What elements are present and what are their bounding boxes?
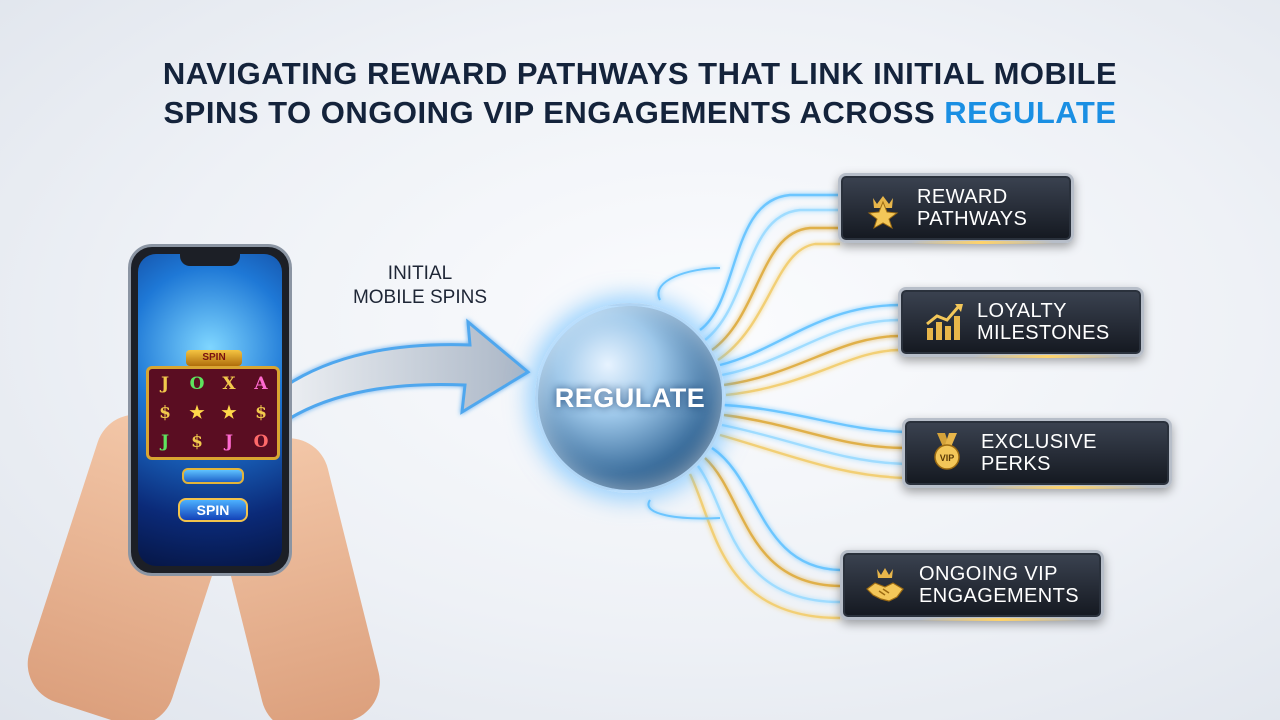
wires-loyalty-milestones [719, 303, 901, 397]
title-line-1: NAVIGATING REWARD PATHWAYS THAT LINK INI… [162, 56, 1118, 91]
title-line-2: SPINS TO ONGOING VIP ENGAGEMENTS ACROSS … [0, 93, 1280, 132]
reel-symbol: $ [191, 432, 203, 453]
card-label-line-2: ENGAGEMENTS [919, 585, 1079, 607]
card-exclusive-perks: VIP EXCLUSIVE PERKS [902, 418, 1172, 489]
reel-symbol: A [254, 373, 268, 394]
card-label: LOYALTY MILESTONES [977, 300, 1110, 344]
card-label-line-2: PATHWAYS [917, 208, 1028, 230]
vip-medal-icon: VIP [934, 433, 960, 470]
reel-symbol: $ [255, 402, 267, 423]
reel-symbol: J [224, 432, 234, 453]
wires-hub-left [647, 267, 721, 520]
slot-game-screen: SPIN J O X A $ ★ ★ $ J $ J O SPIN [138, 254, 282, 566]
wires-exclusive-perks [719, 403, 906, 480]
wires-reward-pathways [699, 193, 840, 361]
card-label: ONGOING VIP ENGAGEMENTS [919, 563, 1079, 607]
card-loyalty-milestones: LOYALTY MILESTONES [898, 287, 1144, 358]
slot-reels: J O X A $ ★ ★ $ J $ J O [146, 366, 280, 460]
card-label-line-1: REWARD [917, 186, 1008, 208]
card-label: EXCLUSIVE PERKS [981, 431, 1169, 475]
card-label-line-1: LOYALTY [977, 300, 1067, 322]
svg-text:VIP: VIP [940, 453, 955, 463]
title-highlight: REGULATE [944, 95, 1117, 130]
reel-symbol: J [160, 432, 170, 453]
reel-symbol: ★ [189, 402, 205, 423]
phone-notch [180, 254, 240, 266]
card-ongoing-vip-engagements: ONGOING VIP ENGAGEMENTS [840, 550, 1104, 621]
smartphone: SPIN J O X A $ ★ ★ $ J $ J O SPIN [128, 244, 292, 576]
card-label-line-1: EXCLUSIVE PERKS [981, 431, 1097, 475]
reel-symbol: $ [159, 402, 171, 423]
arrow-label-line-1: INITIAL [387, 263, 453, 284]
reel-symbol: X [222, 373, 236, 394]
arrow-label-line-2: MOBILE SPINS [352, 287, 488, 308]
page-title: NAVIGATING REWARD PATHWAYS THAT LINK INI… [0, 54, 1280, 132]
growth-chart-icon [926, 304, 963, 340]
card-reward-pathways: REWARD PATHWAYS [838, 173, 1074, 244]
wires-ongoing-vip [688, 447, 841, 620]
hub-label: REGULATE [554, 382, 706, 413]
regulate-hub: REGULATE [535, 303, 725, 493]
reel-symbol: J [160, 373, 170, 394]
title-line-2-prefix: SPINS TO ONGOING VIP ENGAGEMENTS ACROSS [163, 95, 936, 130]
spin-bar [182, 468, 244, 484]
card-label: REWARD PATHWAYS [917, 186, 1027, 230]
slot-header: SPIN [186, 350, 242, 366]
reel-symbol: ★ [221, 402, 237, 423]
spin-button[interactable]: SPIN [178, 498, 248, 522]
reel-symbol: O [189, 373, 205, 394]
card-label-line-2: MILESTONES [977, 322, 1110, 344]
handshake-icon [866, 568, 904, 602]
initial-mobile-spins-label: INITIAL MOBILE SPINS [330, 262, 510, 310]
star-crown-icon [867, 196, 899, 230]
card-label-line-1: ONGOING VIP [919, 563, 1058, 585]
reel-symbol: O [253, 432, 269, 453]
